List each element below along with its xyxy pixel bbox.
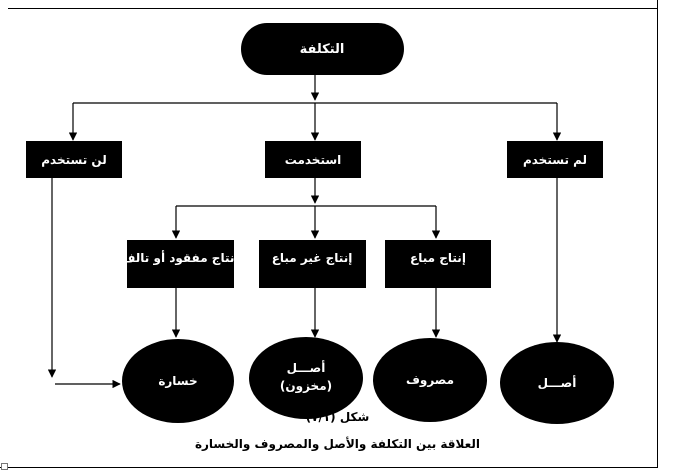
node-sold-production: إنتاج مباع [385,240,491,288]
node-never-used-label: لم تستخدم [523,153,587,168]
figure-number: شكل (٧/١) [305,410,370,424]
connector-lines [47,75,562,389]
node-asset-shape [500,342,614,424]
node-not-used-label: لن تستخدم [41,153,106,168]
node-asset: أصـــل [500,342,614,424]
node-lost-production: إنتاج مفقود أو تالف [122,240,239,288]
node-never-used-shape [507,141,603,178]
node-expense-label: مصروف [406,373,454,388]
page-border-bottom [0,467,657,468]
node-sold-production-label: إنتاج مباع [410,251,466,265]
node-cost-shape [241,23,404,75]
node-used: استخدمت [265,141,361,178]
node-lost-production-label: إنتاج مفقود أو تالف [122,250,239,266]
figure-title: العلاقة بين التكلفة والأصل والمصروف والخ… [194,437,481,451]
node-loss: خسارة [122,339,234,423]
node-asset-inventory-label-1: أصـــل [287,360,326,375]
node-sold-production-shape [385,240,491,288]
node-lost-production-shape [127,240,234,288]
node-not-used: لن تستخدم [26,141,122,178]
node-asset-inventory-shape [249,337,363,419]
node-expense-shape [373,338,487,422]
node-asset-inventory-label-2: (مخزون) [280,379,332,394]
page-border-right [657,0,658,468]
node-asset-inventory: أصـــل (مخزون) [249,337,363,419]
page-border-top [8,8,657,9]
node-not-used-shape [26,141,122,178]
node-unsold-production-shape [259,240,366,288]
node-expense: مصروف [373,338,487,422]
node-unsold-production: إنتاج غير مباع [259,240,366,288]
node-cost-label: التكلفة [300,42,345,57]
node-unsold-production-label: إنتاج غير مباع [272,251,353,265]
node-used-label: استخدمت [285,153,342,167]
corner-marker [1,463,8,470]
node-used-shape [265,141,361,178]
node-never-used: لم تستخدم [507,141,603,178]
node-loss-label: خسارة [158,374,197,388]
node-asset-label: أصـــل [538,375,577,390]
node-cost: التكلفة [241,23,404,75]
node-loss-shape [122,339,234,423]
